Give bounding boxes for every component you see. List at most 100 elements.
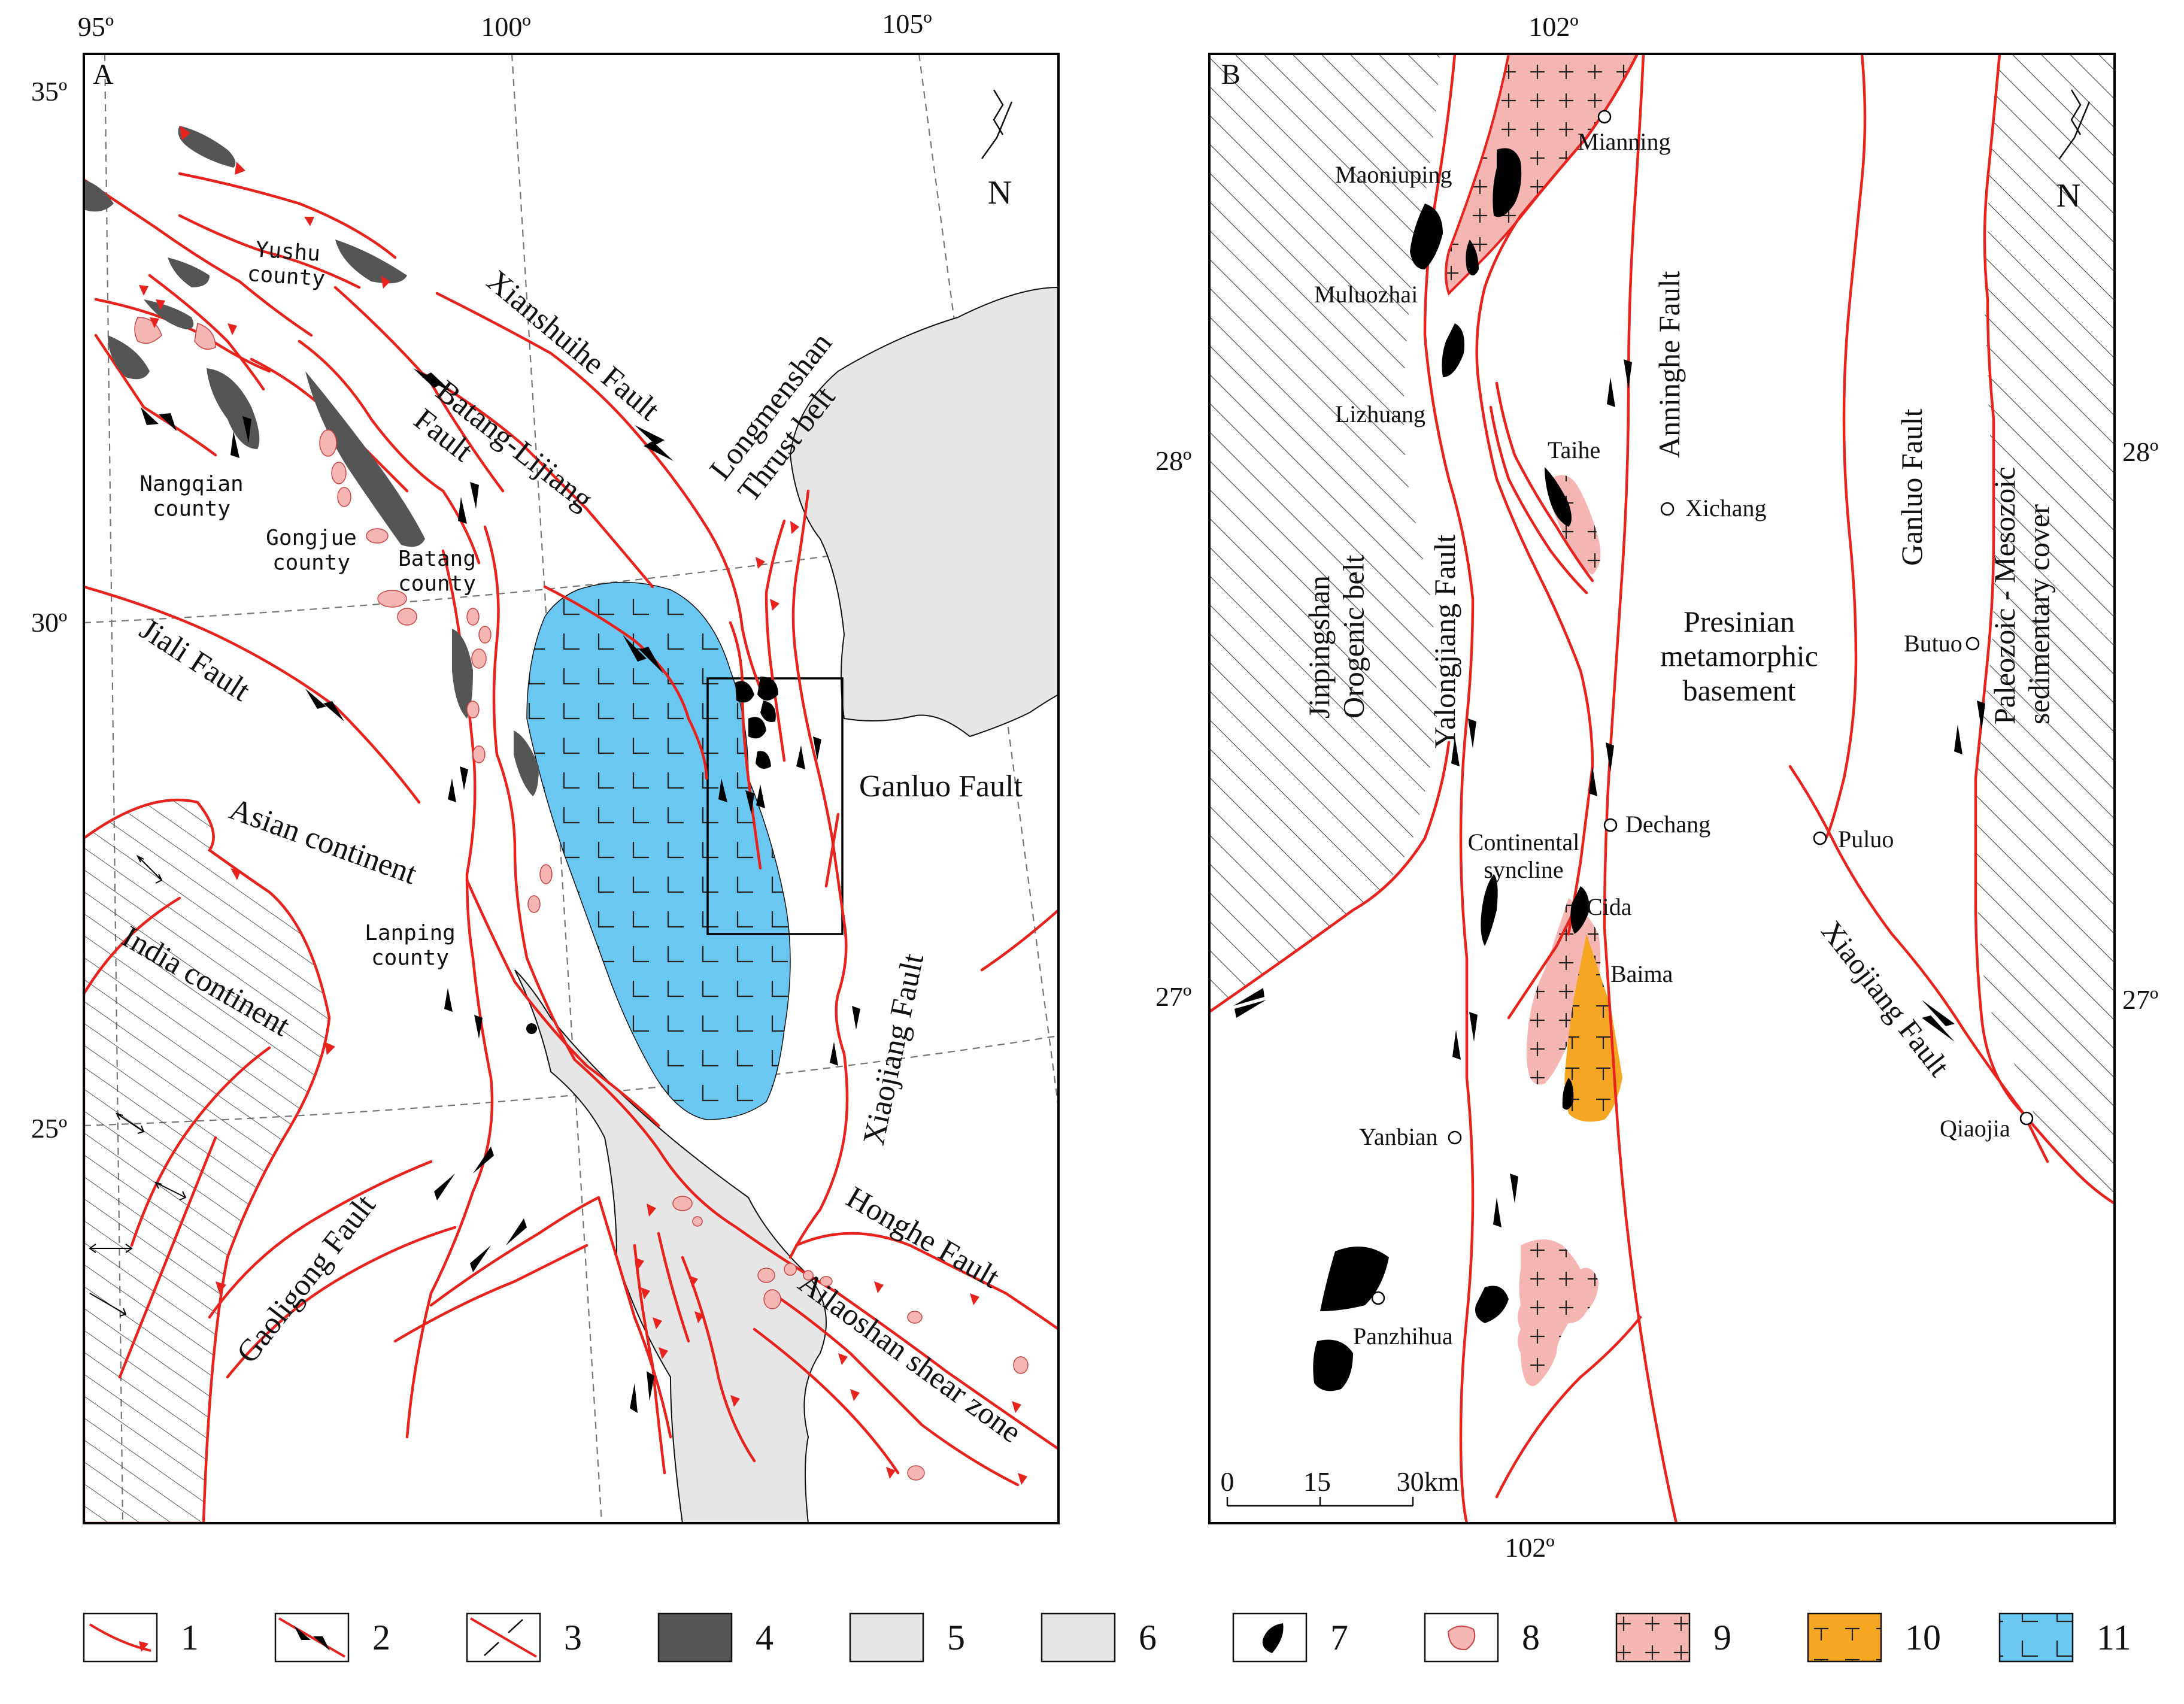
strike-slip-arrows-b bbox=[1233, 359, 1985, 1227]
label-yanbian: Yanbian bbox=[1359, 1123, 1438, 1150]
north-label-a: N bbox=[988, 174, 1012, 211]
lon-label-102-bottom: 102º bbox=[1504, 1532, 1554, 1563]
scale-tick-0: 0 bbox=[1221, 1466, 1234, 1497]
label-muluozhai: Muluozhai bbox=[1314, 281, 1418, 308]
lat-label-28-right: 28º bbox=[2122, 436, 2158, 467]
panel-b-letter: B bbox=[1221, 59, 1240, 90]
label-xianshuihe-fault: Xianshuihe Fault bbox=[480, 264, 666, 427]
lat-label-27-right: 27º bbox=[2122, 984, 2158, 1015]
label-line: sedimentary cover bbox=[2022, 504, 2056, 724]
granite-body-south bbox=[1518, 1239, 1598, 1386]
study-area-box bbox=[706, 677, 844, 935]
legend-item-felsic-intrusion: 8 bbox=[1424, 1612, 1540, 1663]
lat-label-27-left: 27º bbox=[1155, 981, 1191, 1012]
jinpingshan-hatched-area bbox=[1209, 54, 1440, 1012]
legend-number: 5 bbox=[947, 1618, 965, 1657]
label-anninghe-fault: Anninghe Fault bbox=[1652, 271, 1686, 458]
scale-bar: 0 15 30km bbox=[1221, 1466, 1460, 1507]
legend-arrow bbox=[294, 1626, 311, 1640]
label-taihe: Taihe bbox=[1548, 436, 1600, 463]
legend-swatch bbox=[1041, 1612, 1116, 1663]
legend-swatch bbox=[1807, 1612, 1882, 1663]
label-qiaojia: Qiaojia bbox=[1940, 1115, 2010, 1142]
legend-mafic-shape bbox=[1262, 1623, 1284, 1653]
legend-item-basalt-province: 11 bbox=[1998, 1612, 2131, 1663]
locality-markers bbox=[1371, 110, 2034, 1305]
legend-item-gray-unit-5: 5 bbox=[849, 1612, 965, 1663]
legend-number: 3 bbox=[564, 1618, 582, 1657]
legend-number: 6 bbox=[1139, 1618, 1157, 1657]
lat-label-35: 35º bbox=[31, 76, 67, 107]
label-line: metamorphic bbox=[1660, 639, 1818, 673]
legend-item-thrust-fault: 1 bbox=[83, 1612, 199, 1663]
granite-body-baima bbox=[1527, 898, 1601, 1085]
panel-b-map bbox=[1209, 54, 2115, 1523]
legend-number: 2 bbox=[372, 1618, 390, 1657]
label-line: syncline bbox=[1484, 856, 1563, 883]
label-batang-lijiang-fault: Batang-LijiangFault bbox=[408, 374, 599, 545]
label-baima: Baima bbox=[1610, 960, 1673, 987]
strike-slip-arrows-a bbox=[141, 368, 860, 1413]
lon-label-105: 105º bbox=[882, 8, 932, 39]
lat-label-30: 30º bbox=[31, 607, 67, 638]
emeishan-basalt-province bbox=[526, 581, 791, 1120]
label-line: county bbox=[153, 496, 230, 521]
syenite-body bbox=[1564, 934, 1622, 1122]
legend-item-gray-unit-6: 6 bbox=[1041, 1612, 1157, 1663]
lon-label-95: 95º bbox=[78, 11, 114, 42]
legend-item-ophiolite: 4 bbox=[657, 1612, 774, 1663]
legend-swatch bbox=[1998, 1612, 2074, 1663]
panel-b-frame bbox=[1208, 53, 2116, 1524]
lat-label-28-left: 28º bbox=[1155, 445, 1191, 476]
legend-number: 11 bbox=[2097, 1618, 2131, 1657]
label-maoniuping: Maoniuping bbox=[1335, 161, 1452, 188]
legend-thrust-tooth bbox=[139, 1641, 148, 1652]
north-label-b: N bbox=[2056, 177, 2080, 214]
lon-label-100: 100º bbox=[481, 11, 530, 42]
label-ganluo-fault-b: Ganluo Fault bbox=[1895, 408, 1928, 566]
sichuan-basin-area bbox=[789, 286, 1058, 738]
legend-swatch bbox=[83, 1612, 158, 1663]
legend-item-extension-fault: 3 bbox=[466, 1612, 582, 1663]
lat-label-25: 25º bbox=[31, 1113, 67, 1144]
paleozoic-hatched-area bbox=[1976, 54, 2115, 1203]
label-honghe-fault: Honghe Fault bbox=[841, 1180, 1005, 1295]
label-xichang: Xichang bbox=[1685, 495, 1767, 521]
legend-number: 7 bbox=[1330, 1618, 1348, 1657]
mafic-intrusions-a bbox=[526, 677, 778, 1034]
legend-thrust-line bbox=[89, 1623, 151, 1652]
panel-a: 95º 100º 105º 35º 30º 25º A N Yushucount… bbox=[31, 8, 1060, 1524]
label-ailaoshan-shear-zone: Ailaoshan shear zone bbox=[792, 1266, 1027, 1450]
legend-swatch bbox=[849, 1612, 924, 1663]
label-yushu: Yushucounty bbox=[247, 237, 327, 292]
legend-number: 10 bbox=[1905, 1618, 1941, 1657]
label-line: basement bbox=[1683, 674, 1796, 707]
ophiolite-bodies bbox=[84, 126, 539, 796]
legend: 1 2 3 4 5 6 7 8 9 10 11 bbox=[83, 1612, 2131, 1663]
legend-swatch bbox=[1615, 1612, 1691, 1663]
label-line: county bbox=[247, 262, 326, 292]
scale-tick-30: 30km bbox=[1397, 1466, 1460, 1497]
felsic-intrusions-a bbox=[134, 317, 1029, 1481]
legend-arrow bbox=[313, 1636, 330, 1651]
label-puluo: Puluo bbox=[1838, 826, 1894, 853]
legend-fault-line bbox=[469, 1617, 538, 1658]
label-xiaojiang-fault-a: Xiaojiang Fault bbox=[857, 950, 930, 1148]
legend-item-syenite: 10 bbox=[1807, 1612, 1941, 1663]
label-jinpingshan: JinpingshanOrogenic belt bbox=[1302, 554, 1370, 718]
legend-item-mafic-intrusion: 7 bbox=[1232, 1612, 1348, 1663]
legend-number: 9 bbox=[1713, 1618, 1731, 1657]
label-ganluo-fault-a: Ganluo Fault bbox=[859, 769, 1023, 804]
label-xiaojiang-fault-b: Xiaojiang Fault bbox=[1815, 914, 1956, 1083]
legend-item-strike-slip-fault: 2 bbox=[274, 1612, 390, 1663]
label-butuo: Butuo bbox=[1904, 630, 1962, 657]
panel-b: 102º 102º 28º 27º 28º 27º B N Mianning M… bbox=[1155, 11, 2158, 1563]
legend-item-granite: 9 bbox=[1615, 1612, 1731, 1663]
label-paleozoic-cover: Paleozoic - Mesozoicsedimentary cover bbox=[1988, 467, 2056, 724]
